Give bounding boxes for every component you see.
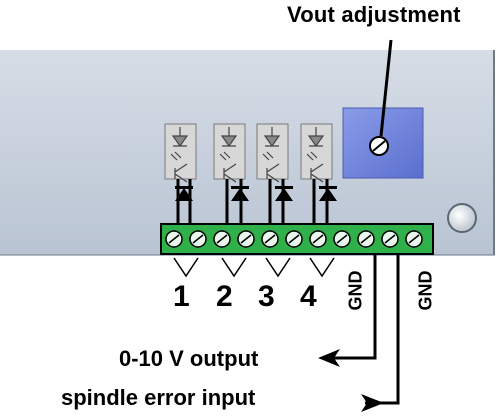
terminal-screws [165,230,423,248]
input-pair-brackets [173,257,335,278]
screw-slot [372,140,386,152]
optocoupler-2 [213,123,246,183]
output-label: 0-10 V output [119,346,259,371]
input-2-label: 2 [216,280,233,313]
input-4-label: 4 [300,280,317,313]
vout-adjustment-label: Vout adjustment [287,2,461,27]
error-input-label: spindle error input [61,385,256,410]
diode-1 [175,186,193,201]
gnd-label-1: GND [345,270,366,311]
optocoupler-1 [164,123,197,183]
vout-pointer-line [379,39,393,137]
diode-4 [319,186,337,201]
error-input-wire [365,255,400,405]
optocoupler-3 [256,123,289,183]
optocoupler-4 [300,123,333,183]
output-wire [330,255,377,360]
error-input-arrow [361,394,384,412]
input-3-label: 3 [258,280,275,313]
output-arrow [318,349,340,367]
mounting-hole [447,203,477,233]
diode-3 [275,186,293,201]
gnd-label-2: GND [415,270,436,311]
diode-2 [231,186,249,201]
input-1-label: 1 [173,280,190,313]
